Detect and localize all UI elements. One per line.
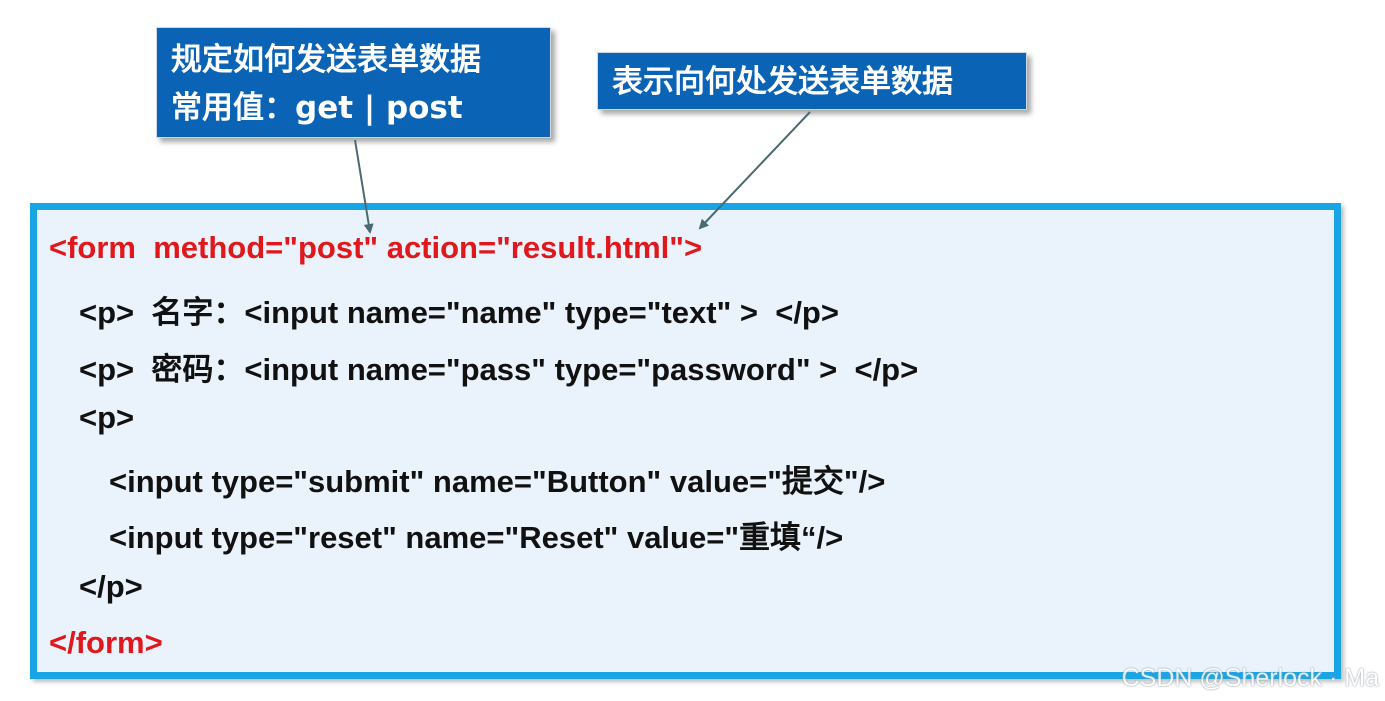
watermark: CSDN @Sherlock · Ma (1121, 664, 1379, 692)
code-line-form-close: </form> (49, 625, 163, 660)
code-line-submit: <input type="submit" name="Button" value… (109, 464, 886, 499)
code-line-name-field: <p> 名字：<input name="name" type="text" > … (79, 295, 839, 330)
code-line-reset: <input type="reset" name="Reset" value="… (109, 520, 844, 555)
code-line-form-open: <form method="post" action="result.html"… (49, 230, 703, 265)
action-callout: 表示向何处发送表单数据 (597, 52, 1027, 110)
code-line-p-close: </p> (79, 569, 143, 604)
method-callout-title: 规定如何发送表单数据 (171, 42, 481, 78)
code-line-p-open: <p> (79, 400, 135, 435)
code-line-pass-field: <p> 密码：<input name="pass" type="password… (79, 352, 919, 387)
code-block: <form method="post" action="result.html"… (30, 203, 1341, 679)
action-callout-text: 表示向何处发送表单数据 (612, 64, 953, 100)
method-callout: 规定如何发送表单数据 常用值：get | post (156, 27, 551, 138)
method-callout-values: 常用值：get | post (171, 90, 463, 126)
